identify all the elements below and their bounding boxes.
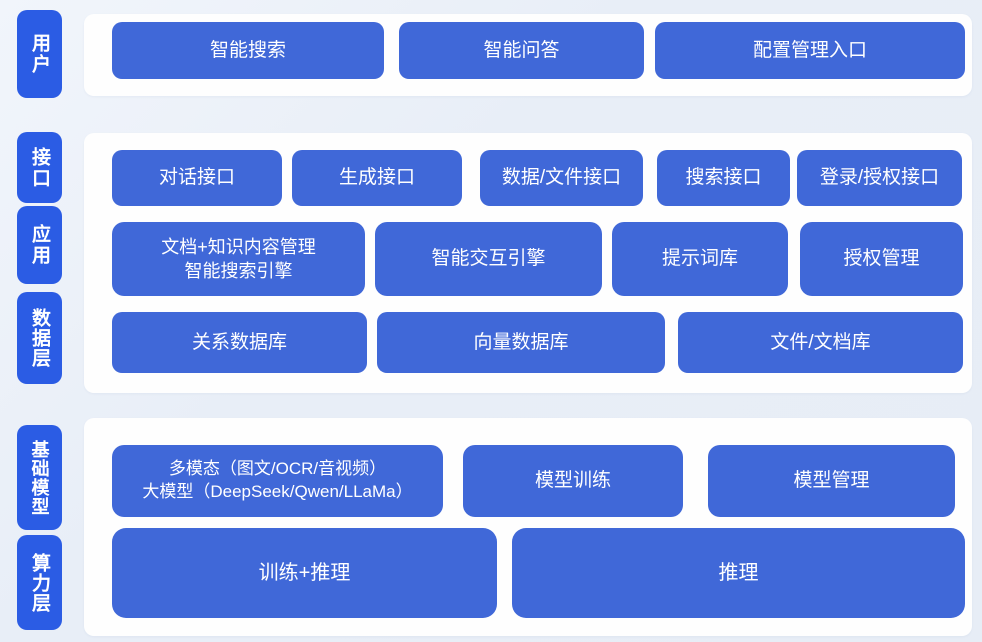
tag-compute-layer-label: 算力层: [29, 552, 50, 613]
box-dialog-api-label: 对话接口: [158, 167, 235, 189]
box-smart-qa-label: 智能问答: [483, 39, 560, 61]
box-training-plus-inference: 训练+推理: [112, 528, 497, 618]
box-smart-search-label: 智能搜索: [209, 39, 286, 61]
box-model-training: 模型训练: [463, 445, 683, 517]
box-file-document-store: 文件/文档库: [678, 312, 963, 373]
box-model-management-label: 模型管理: [793, 470, 870, 492]
box-model-management: 模型管理: [708, 445, 955, 517]
tag-foundation-model-layer-label: 基础模型: [29, 439, 50, 516]
box-config-management-entry-label: 配置管理入口: [752, 39, 867, 61]
box-inference-label: 推理: [718, 561, 759, 584]
box-relational-database: 关系数据库: [112, 312, 367, 373]
middle-layers-panel: 对话接口 生成接口 数据/文件接口 搜索接口 登录/授权接口 文档+知识内容管理…: [84, 133, 972, 393]
box-config-management-entry: 配置管理入口: [655, 22, 965, 79]
tag-application-layer: 应用: [17, 206, 62, 284]
box-doc-knowledge-line1: 文档+知识内容管理: [161, 236, 316, 257]
box-login-auth-api-label: 登录/授权接口: [819, 167, 940, 189]
tag-application-layer-label: 应用: [29, 224, 50, 266]
box-training-plus-inference-label: 训练+推理: [258, 561, 351, 584]
tag-foundation-model-layer: 基础模型: [17, 425, 62, 530]
box-multimodal-llm-line1: 多模态（图文/OCR/音视频）: [168, 459, 387, 479]
box-multimodal-llm-line2: 大模型（DeepSeek/Qwen/LLaMa）: [142, 482, 413, 501]
box-smart-search: 智能搜索: [112, 22, 384, 79]
box-authorization-management: 授权管理: [800, 222, 963, 296]
tag-user-layer-label: 用户: [29, 33, 50, 75]
box-generation-api-label: 生成接口: [338, 167, 415, 189]
box-inference: 推理: [512, 528, 965, 618]
box-search-api-label: 搜索接口: [685, 167, 762, 189]
box-vector-database: 向量数据库: [377, 312, 665, 373]
tag-compute-layer: 算力层: [17, 535, 62, 630]
box-data-file-api-label: 数据/文件接口: [501, 167, 622, 189]
box-prompt-library-label: 提示词库: [661, 248, 738, 270]
box-prompt-library: 提示词库: [612, 222, 788, 296]
tag-data-layer: 数据层: [17, 292, 62, 384]
box-authorization-management-label: 授权管理: [843, 248, 920, 270]
tag-interface-layer: 接口: [17, 132, 62, 203]
tag-interface-layer-label: 接口: [29, 146, 50, 189]
box-vector-database-label: 向量数据库: [473, 331, 569, 353]
box-data-file-api: 数据/文件接口: [480, 150, 643, 206]
tag-user-layer: 用户: [17, 10, 62, 98]
box-smart-interaction-engine: 智能交互引擎: [375, 222, 602, 296]
box-login-auth-api: 登录/授权接口: [797, 150, 962, 206]
box-dialog-api: 对话接口: [112, 150, 282, 206]
user-layer-panel: 智能搜索 智能问答 配置管理入口: [84, 14, 972, 96]
box-smart-qa: 智能问答: [399, 22, 644, 79]
box-relational-database-label: 关系数据库: [191, 331, 287, 353]
bottom-layers-panel: 多模态（图文/OCR/音视频） 大模型（DeepSeek/Qwen/LLaMa）…: [84, 418, 972, 636]
box-file-document-store-label: 文件/文档库: [770, 331, 871, 353]
box-doc-knowledge-search-engine: 文档+知识内容管理 智能搜索引擎: [112, 222, 365, 296]
box-search-api: 搜索接口: [657, 150, 790, 206]
box-multimodal-llm: 多模态（图文/OCR/音视频） 大模型（DeepSeek/Qwen/LLaMa）: [112, 445, 443, 517]
box-generation-api: 生成接口: [292, 150, 462, 206]
box-doc-knowledge-line2: 智能搜索引擎: [184, 261, 293, 281]
tag-data-layer-label: 数据层: [29, 308, 50, 368]
box-smart-interaction-engine-label: 智能交互引擎: [431, 248, 546, 270]
box-model-training-label: 模型训练: [534, 470, 611, 492]
